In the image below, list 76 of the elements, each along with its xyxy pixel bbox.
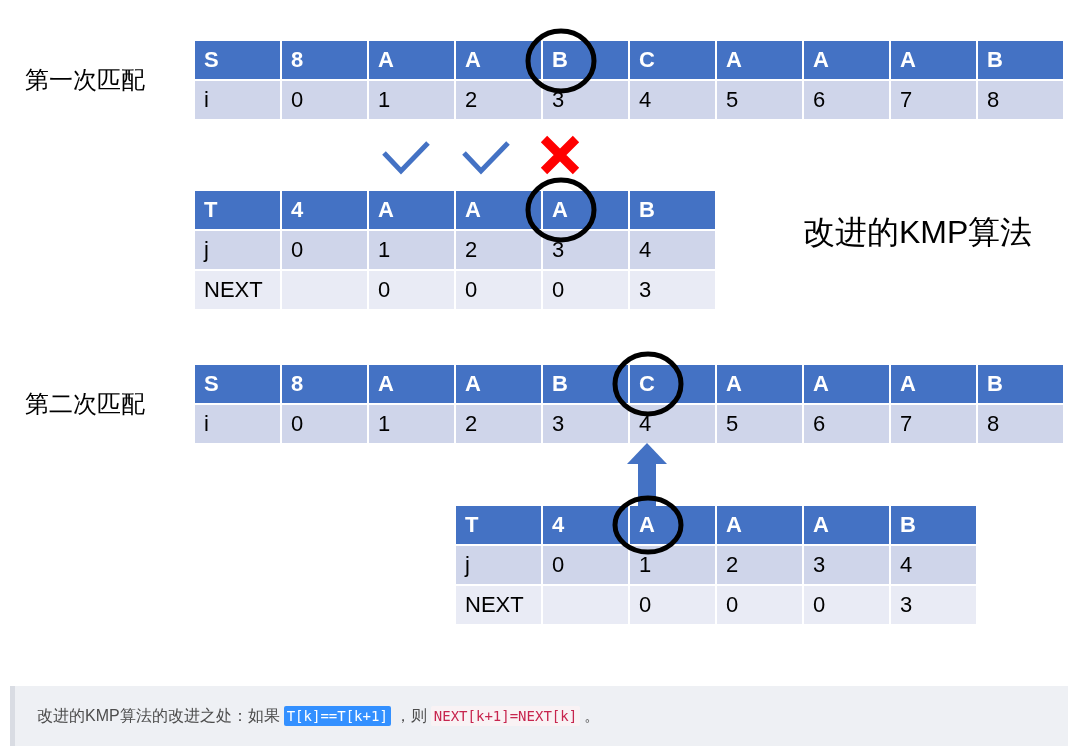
header-cell: 8 <box>282 41 367 79</box>
table-cell: 3 <box>891 586 976 624</box>
table-cell: i <box>195 405 280 443</box>
header-cell: A <box>456 191 541 229</box>
table-cell: 5 <box>717 81 802 119</box>
header-cell: S <box>195 41 280 79</box>
header-cell: B <box>891 506 976 544</box>
table-cell: 0 <box>543 271 628 309</box>
header-cell: 4 <box>543 506 628 544</box>
header-cell: T <box>195 191 280 229</box>
title: 改进的KMP算法 <box>803 213 1033 252</box>
header-cell: B <box>543 41 628 79</box>
header-cell: S <box>195 365 280 403</box>
header-cell: A <box>369 191 454 229</box>
table-cell: 0 <box>630 586 715 624</box>
header-cell: B <box>978 365 1063 403</box>
header-cell: A <box>543 191 628 229</box>
header-cell: A <box>369 41 454 79</box>
table-cell: 6 <box>804 405 889 443</box>
table-cell: 0 <box>543 546 628 584</box>
table-cell: j <box>456 546 541 584</box>
header-cell: B <box>978 41 1063 79</box>
header-cell: A <box>717 41 802 79</box>
header-cell: A <box>717 365 802 403</box>
header-cell: A <box>456 365 541 403</box>
table-cell: 4 <box>891 546 976 584</box>
header-cell: A <box>804 506 889 544</box>
header-cell: A <box>804 41 889 79</box>
table-cell: 1 <box>369 81 454 119</box>
table-cell: 3 <box>543 231 628 269</box>
table-cell: 7 <box>891 405 976 443</box>
table-cell: 0 <box>282 231 367 269</box>
table-cell: 4 <box>630 81 715 119</box>
header-cell: A <box>804 365 889 403</box>
header-cell: C <box>630 41 715 79</box>
row-heading: 第二次匹配 <box>25 389 145 419</box>
header-cell: B <box>543 365 628 403</box>
table-cell: 0 <box>282 81 367 119</box>
header-cell: A <box>891 365 976 403</box>
table-cell: NEXT <box>456 586 541 624</box>
table-cell: 4 <box>630 405 715 443</box>
table-cell: 1 <box>369 405 454 443</box>
header-cell: A <box>717 506 802 544</box>
header-cell: A <box>456 41 541 79</box>
table-cell: 4 <box>630 231 715 269</box>
table-cell: 3 <box>804 546 889 584</box>
header-cell: A <box>891 41 976 79</box>
table-cell: 2 <box>456 231 541 269</box>
header-cell: A <box>630 506 715 544</box>
table-cell: 0 <box>282 405 367 443</box>
table-cell: 2 <box>456 81 541 119</box>
row-heading: 第一次匹配 <box>25 65 145 95</box>
table-cell: 0 <box>369 271 454 309</box>
header-cell: C <box>630 365 715 403</box>
table-cell: 1 <box>369 231 454 269</box>
table-cell: 8 <box>978 405 1063 443</box>
header-cell: 4 <box>282 191 367 229</box>
table-cell: 6 <box>804 81 889 119</box>
table-cell: 5 <box>717 405 802 443</box>
header-cell: B <box>630 191 715 229</box>
table-cell: 2 <box>717 546 802 584</box>
table-cell: 1 <box>630 546 715 584</box>
table-cell: 0 <box>456 271 541 309</box>
table-cell: i <box>195 81 280 119</box>
table-cell: 0 <box>717 586 802 624</box>
table-cell: 8 <box>978 81 1063 119</box>
table-cell: 0 <box>804 586 889 624</box>
table-cell: 3 <box>630 271 715 309</box>
table-cell: NEXT <box>195 271 280 309</box>
table-cell: j <box>195 231 280 269</box>
header-cell: 8 <box>282 365 367 403</box>
header-cell: A <box>369 365 454 403</box>
table-cell: 7 <box>891 81 976 119</box>
header-cell: T <box>456 506 541 544</box>
table-cell: 2 <box>456 405 541 443</box>
table-cell: 3 <box>543 405 628 443</box>
